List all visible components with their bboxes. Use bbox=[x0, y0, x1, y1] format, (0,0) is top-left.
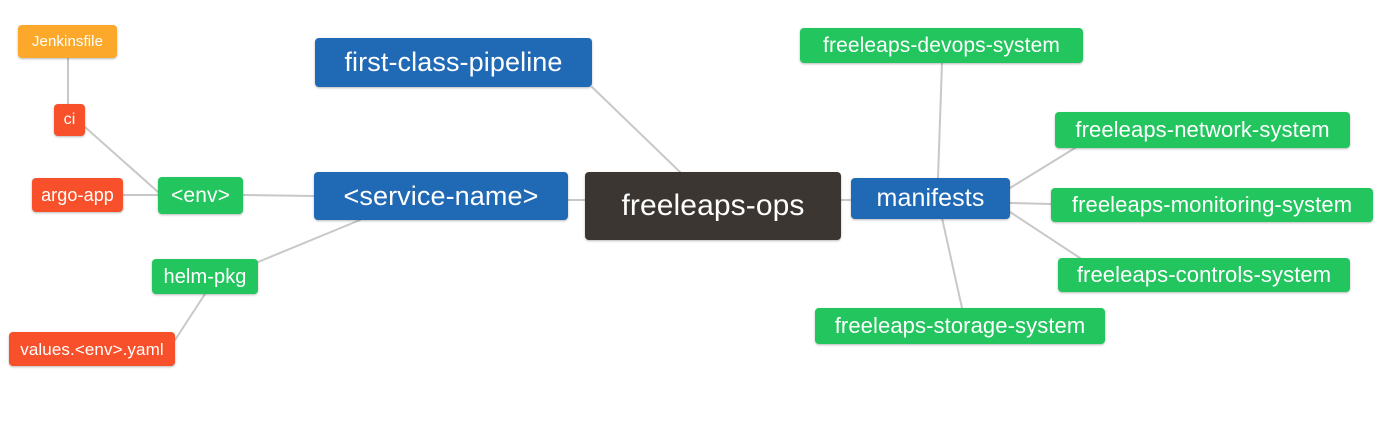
edge-manifests-to-freeleaps-network-system bbox=[1009, 147, 1076, 189]
node-freeleaps-storage-system[interactable]: freeleaps-storage-system bbox=[815, 308, 1105, 344]
node-freeleaps-devops-system[interactable]: freeleaps-devops-system bbox=[800, 28, 1083, 63]
node-freeleaps-controls-system[interactable]: freeleaps-controls-system bbox=[1058, 258, 1350, 292]
node-argo-app[interactable]: argo-app bbox=[32, 178, 123, 212]
node-service-name[interactable]: <service-name> bbox=[314, 172, 568, 220]
node-freeleaps-ops[interactable]: freeleaps-ops bbox=[585, 172, 841, 240]
edge-helm-pkg-to-service-name bbox=[257, 219, 361, 263]
edge-manifests-to-freeleaps-monitoring-system bbox=[1009, 202, 1052, 205]
edge-env-to-service-name bbox=[242, 194, 315, 197]
edge-first-class-pipeline-to-freeleaps-ops bbox=[591, 86, 681, 173]
edge-manifests-to-freeleaps-controls-system bbox=[1009, 211, 1081, 259]
node-freeleaps-monitoring-system[interactable]: freeleaps-monitoring-system bbox=[1051, 188, 1373, 222]
edge-values-env-yaml-to-helm-pkg bbox=[174, 293, 206, 341]
node-freeleaps-network-system[interactable]: freeleaps-network-system bbox=[1055, 112, 1350, 148]
node-helm-pkg[interactable]: helm-pkg bbox=[152, 259, 258, 294]
node-manifests[interactable]: manifests bbox=[851, 178, 1010, 219]
node-env[interactable]: <env> bbox=[158, 177, 243, 214]
edge-manifests-to-freeleaps-devops-system bbox=[937, 62, 943, 179]
node-jenkinsfile[interactable]: Jenkinsfile bbox=[18, 25, 117, 58]
edge-ci-to-env bbox=[84, 126, 159, 193]
edge-manifests-to-freeleaps-storage-system bbox=[941, 217, 963, 309]
node-values-env-yaml[interactable]: values.<env>.yaml bbox=[9, 332, 175, 366]
node-ci[interactable]: ci bbox=[54, 104, 85, 136]
node-first-class-pipeline[interactable]: first-class-pipeline bbox=[315, 38, 592, 87]
